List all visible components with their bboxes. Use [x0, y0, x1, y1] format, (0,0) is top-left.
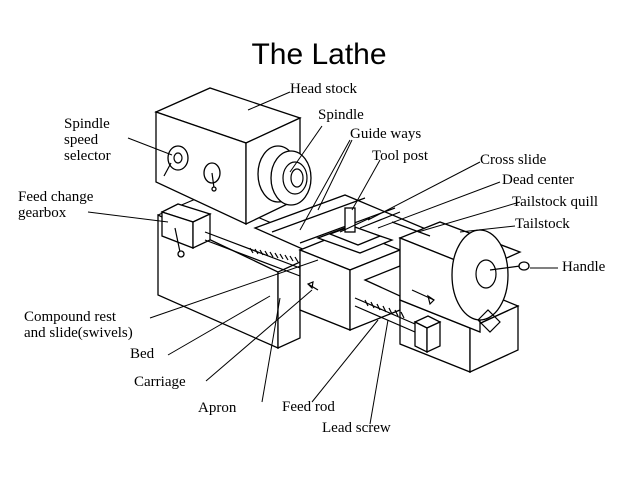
label-handle: Handle: [562, 259, 606, 275]
label-head-stock: Head stock: [290, 81, 358, 97]
feed-gearbox-shape: [160, 203, 212, 258]
label-apron: Apron: [198, 400, 237, 416]
bed-shape: [157, 194, 301, 350]
label-guide-ways: Guide ways: [350, 126, 422, 142]
label-cross-slide: Cross slide: [480, 152, 547, 168]
label-spindle: Spindle: [318, 107, 364, 123]
tailstock-shape: [391, 221, 530, 333]
label-compound-rest-1: Compound rest: [24, 309, 117, 325]
headstock-shape: [154, 87, 302, 226]
label-tailstock: Tailstock: [515, 216, 570, 232]
spindle-shape: [257, 145, 312, 206]
label-carriage: Carriage: [134, 374, 186, 390]
label-feed-change-gearbox-2: gearbox: [18, 205, 67, 221]
lead-screw-left: [204, 231, 304, 277]
label-tool-post: Tool post: [372, 148, 429, 164]
leader-lines: [87, 91, 558, 425]
label-feed-rod: Feed rod: [282, 399, 335, 415]
label-spindle-speed-selector-1: Spindle: [64, 116, 110, 132]
diagram-title: The Lathe: [251, 38, 387, 71]
label-spindle-speed-selector-3: selector: [64, 148, 111, 164]
label-bed: Bed: [130, 346, 155, 362]
tool-post-shape: [316, 207, 401, 254]
label-compound-rest-2: and slide(swivels): [24, 325, 133, 341]
label-dead-center: Dead center: [502, 172, 575, 188]
label-lead-screw: Lead screw: [322, 420, 391, 436]
label-spindle-speed-selector-2: speed: [64, 132, 99, 148]
label-feed-change-gearbox-1: Feed change: [18, 189, 94, 205]
label-tailstock-quill: Tailstock quill: [512, 194, 599, 210]
